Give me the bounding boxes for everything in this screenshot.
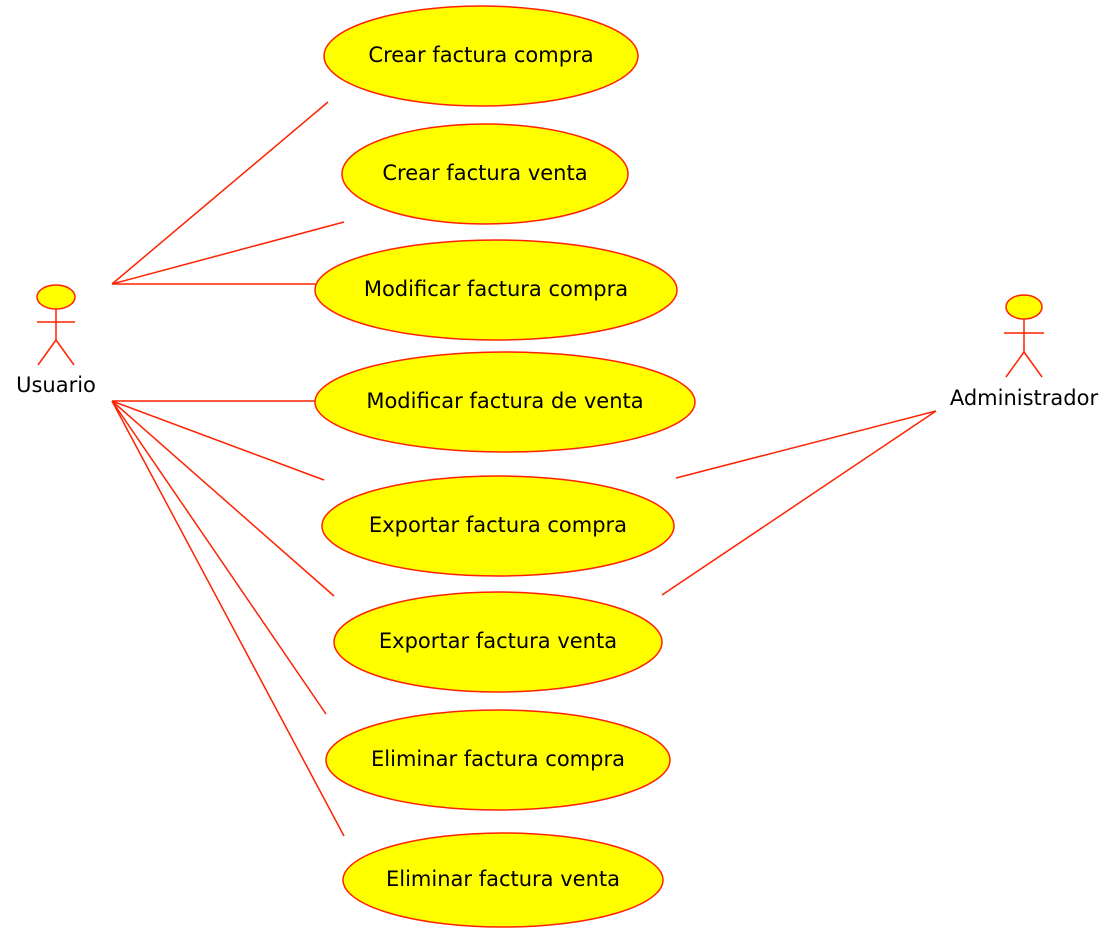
association-usuario-exportar-factura-venta — [111, 400, 335, 597]
stick-figure-icon — [36, 284, 76, 366]
use-case-label: Crear factura compra — [368, 43, 593, 67]
association-usuario-eliminar-factura-compra — [111, 400, 327, 715]
stick-figure-icon — [1004, 294, 1044, 378]
use-case-label: Eliminar factura venta — [386, 867, 620, 891]
association-usuario-crear-factura-venta — [111, 221, 345, 285]
actor-label-administrador: Administrador — [950, 386, 1099, 410]
use-case-crear-factura-compra[interactable]: Crear factura compra — [323, 5, 639, 107]
use-case-exportar-factura-venta[interactable]: Exportar factura venta — [333, 591, 663, 693]
association-administrador-exportar-factura-compra — [675, 410, 937, 479]
use-case-modificar-factura-de-venta[interactable]: Modificar factura de venta — [314, 351, 696, 453]
actor-usuario: Usuario — [16, 284, 96, 397]
association-administrador-exportar-factura-venta — [661, 410, 937, 596]
actor-administrador: Administrador — [950, 294, 1099, 410]
use-case-eliminar-factura-venta[interactable]: Eliminar factura venta — [342, 832, 664, 928]
use-case-modificar-factura-compra[interactable]: Modificar factura compra — [314, 239, 678, 341]
use-case-label: Exportar factura compra — [369, 513, 627, 537]
use-cases: Crear factura compra Crear factura venta… — [314, 5, 696, 928]
use-case-label: Crear factura venta — [382, 161, 587, 185]
actor-label-usuario: Usuario — [16, 373, 96, 397]
use-case-exportar-factura-compra[interactable]: Exportar factura compra — [321, 475, 675, 577]
use-case-label: Modificar factura de venta — [366, 389, 643, 413]
association-usuario-eliminar-factura-venta — [111, 400, 345, 837]
use-case-eliminar-factura-compra[interactable]: Eliminar factura compra — [325, 709, 671, 811]
association-usuario-crear-factura-compra — [111, 101, 329, 285]
use-case-label: Exportar factura venta — [379, 629, 617, 653]
association-usuario-exportar-factura-compra — [111, 400, 325, 481]
use-case-label: Modificar factura compra — [364, 277, 628, 301]
use-case-label: Eliminar factura compra — [371, 747, 625, 771]
associations — [111, 101, 937, 837]
use-case-crear-factura-venta[interactable]: Crear factura venta — [341, 123, 629, 225]
